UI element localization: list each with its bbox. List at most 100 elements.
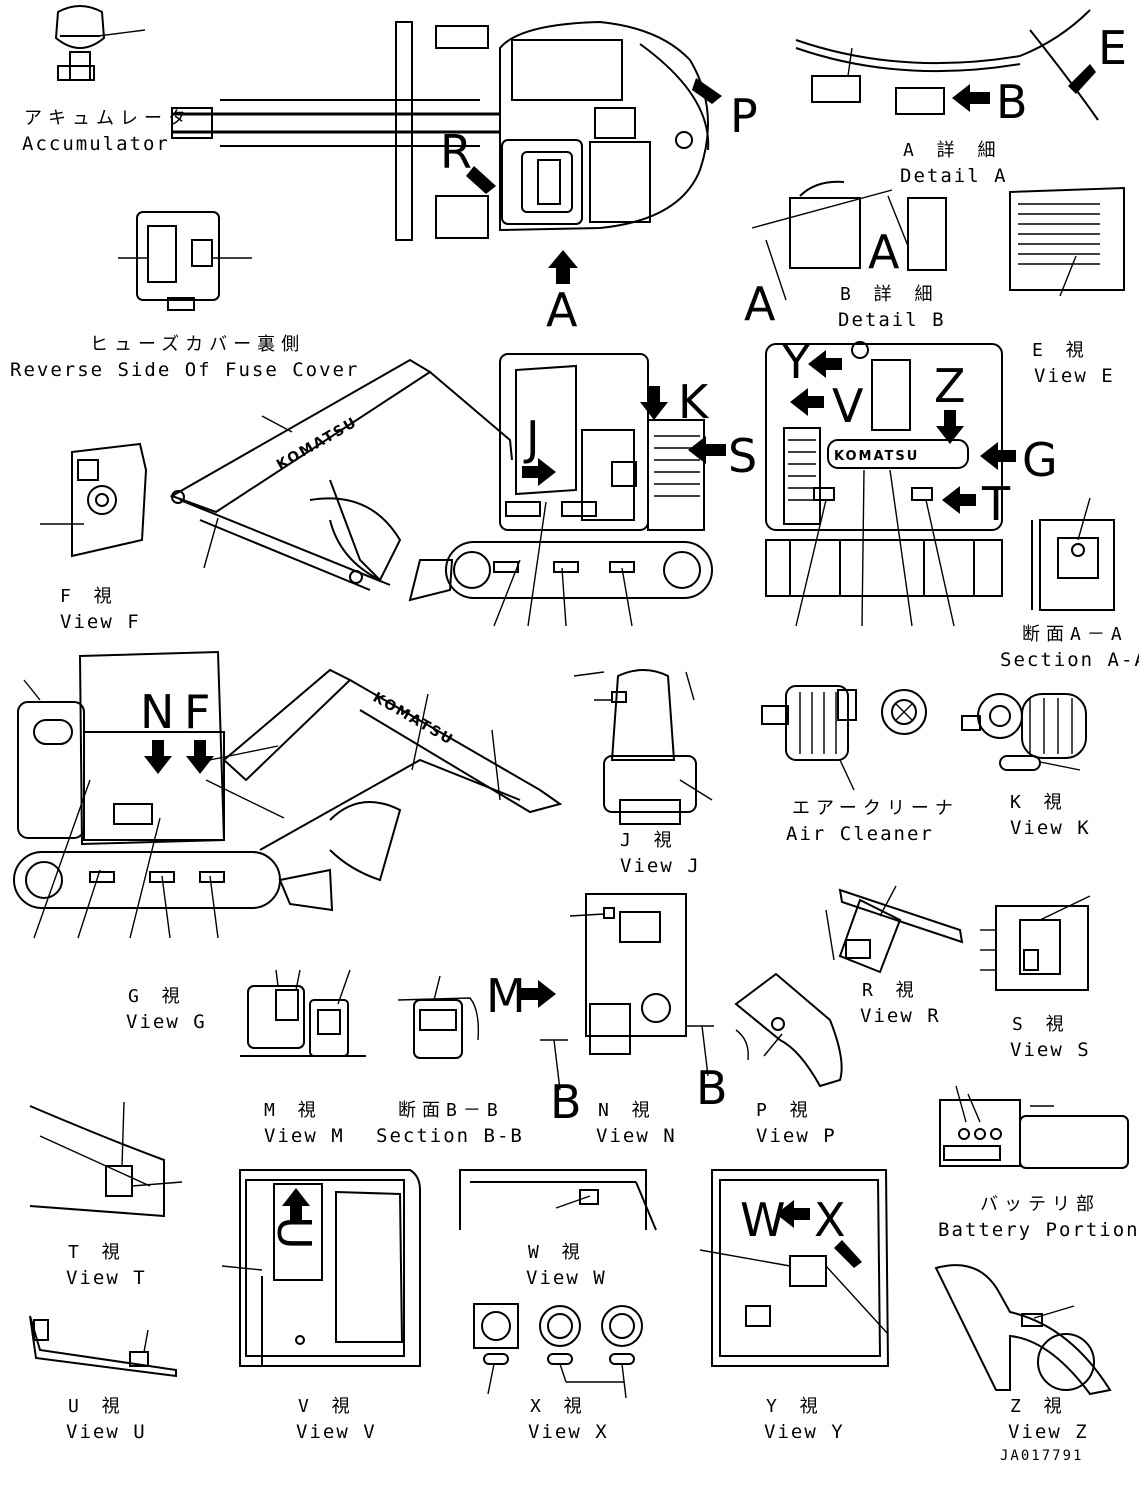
section-bb-caption-jp: 断面B－B [398,1100,504,1121]
view-e-figure [1009,186,1125,297]
view-letter-s: S [728,429,757,483]
view-letter-g: G [1022,433,1058,487]
view-letter-y: Y [781,335,811,389]
view-y-caption-en: View Y [764,1421,845,1443]
accumulator-caption-en: Accumulator [22,133,170,155]
view-r-figure [825,885,964,974]
arrow-x-icon [834,1240,862,1268]
view-letter-a-detail-b-1: A [744,277,776,331]
arrow-f-icon [186,740,214,774]
view-f-figure [40,442,148,558]
arrow-k-icon [640,386,668,420]
view-k-figure [961,693,1087,771]
top-view-machine [171,20,710,241]
view-x-figure [473,1303,643,1399]
view-letter-w: W [740,1193,785,1247]
view-letter-e: E [1098,21,1127,75]
view-r-caption-jp: R 視 [862,980,920,1001]
arrow-m-icon [520,980,556,1008]
view-t-figure [29,1101,183,1218]
view-r-caption-en: View R [860,1005,941,1027]
arrow-w-icon [776,1200,810,1228]
section-aa-caption-jp: 断面A－A [1022,624,1128,645]
view-v-caption-en: View V [296,1421,377,1443]
battery-caption-en: Battery Portion [938,1219,1139,1241]
view-p-caption-jp: P 視 [756,1100,814,1121]
detail-b-figure [751,180,947,301]
arrow-p-icon [692,78,722,104]
view-p-figure [734,972,843,1088]
view-k-caption-en: View K [1010,817,1091,839]
section-bb-figure [397,975,480,1059]
view-z-caption-jp: Z 視 [1010,1396,1068,1417]
arrow-z-icon [936,410,964,444]
view-letter-b-section-2: B [696,1061,728,1115]
view-letter-n: N [140,685,174,739]
side-view-machine [169,353,713,627]
view-w-caption-jp: W 視 [528,1242,586,1263]
view-u-caption-jp: U 視 [68,1396,126,1417]
view-k-caption-jp: K 視 [1010,792,1068,813]
view-letter-b-section-1: B [550,1075,582,1129]
view-n-figure [540,893,714,1091]
view-y-caption-jp: Y 視 [766,1396,824,1417]
battery-figure [939,1085,1129,1169]
view-e-caption-jp: E 視 [1032,340,1090,361]
detail-a-caption-en: Detail A [900,165,1008,187]
view-w-caption-en: View W [526,1267,607,1289]
section-aa-figure [1031,497,1115,611]
detail-a-figure [795,9,1099,121]
view-j-caption-en: View J [620,855,701,877]
view-s-caption-en: View S [1010,1039,1091,1061]
view-s-caption-jp: S 視 [1012,1014,1070,1035]
view-w-figure [459,1169,657,1231]
brand-left-view: KOMATSU [370,690,457,749]
battery-caption-jp: バッテリ部 [980,1194,1100,1215]
arrow-b-icon [952,84,990,112]
view-t-caption-en: View T [66,1267,147,1289]
view-letter-x: X [814,1193,846,1247]
view-letter-a-detail-b-2: A [868,225,900,279]
view-n-caption-jp: N 視 [598,1100,656,1121]
view-s-figure [980,895,1091,991]
air-cleaner-figure [761,685,927,791]
fuse-cover-figure [118,211,252,311]
arrow-s-icon [688,436,726,464]
view-p-caption-en: View P [756,1125,837,1147]
air-cleaner-caption-en: Air Cleaner [786,823,934,845]
detail-b-caption-en: Detail B [838,309,946,331]
view-u-caption-en: View U [66,1421,147,1443]
arrow-r-icon [466,166,496,194]
view-v-caption-jp: V 視 [298,1396,356,1417]
view-f-caption-en: View F [60,611,141,633]
view-letter-v: V [832,379,864,433]
arrow-u-icon [282,1188,310,1222]
view-x-caption-en: View X [528,1421,609,1443]
view-letter-a-main: A [546,283,578,337]
view-m-caption-en: View M [264,1125,345,1147]
section-bb-caption-en: Section B-B [376,1125,524,1147]
view-g-caption-jp: G 視 [128,986,186,1007]
accumulator-figure [54,5,146,81]
arrow-y-icon [808,350,842,378]
arrow-g-icon [980,442,1016,470]
view-letter-b-detail: B [996,75,1028,129]
view-letter-m: M [486,969,526,1023]
view-y-figure [699,1169,890,1367]
view-letter-u: U [267,1216,321,1250]
detail-a-caption-jp: A 詳 細 [903,140,1002,161]
view-t-caption-jp: T 視 [68,1242,126,1263]
view-v-figure [221,1169,421,1367]
view-letter-r: R [440,125,472,179]
view-f-caption-jp: F 視 [60,586,118,607]
view-m-caption-jp: M 視 [264,1100,322,1121]
view-u-figure [29,1315,177,1378]
view-g-caption-en: View G [126,1011,207,1033]
view-letter-f: F [184,685,210,739]
view-letter-j: J [523,411,540,465]
view-e-caption-en: View E [1034,365,1115,387]
view-z-caption-en: View Z [1008,1421,1089,1443]
arrow-j-icon [522,458,556,486]
view-n-caption-en: View N [596,1125,677,1147]
